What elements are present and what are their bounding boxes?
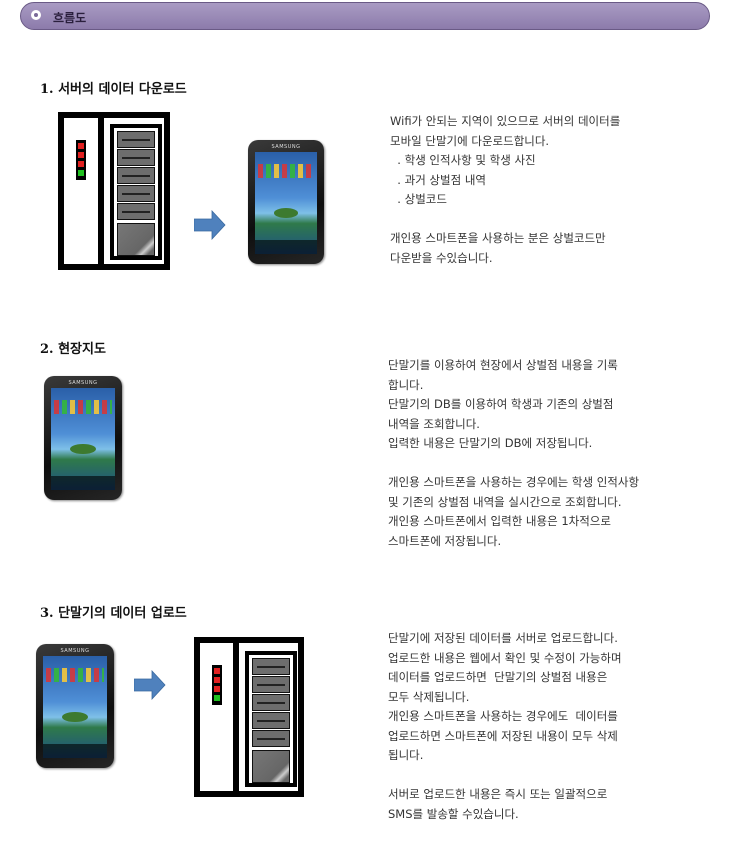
section-3-description: 단말기에 저장된 데이터를 서버로 업로드합니다.업로드한 내용은 웹에서 확인… bbox=[388, 631, 622, 821]
bullet-circle-icon bbox=[31, 10, 41, 20]
server-icon bbox=[194, 637, 304, 797]
tablet-device: SAMSUNG bbox=[248, 140, 324, 264]
arrow-right-icon bbox=[194, 210, 226, 240]
arrow-right-icon bbox=[134, 670, 166, 700]
section-2-title: 2. 현장지도 bbox=[40, 342, 106, 357]
tablet-brand: SAMSUNG bbox=[271, 144, 301, 150]
section-1-title: 1. 서버의 데이터 다운로드 bbox=[40, 82, 187, 97]
server-icon bbox=[58, 112, 170, 270]
section-header-bar: 흐름도 bbox=[20, 2, 710, 30]
tablet-device: SAMSUNG bbox=[44, 376, 122, 500]
tablet-device: SAMSUNG bbox=[36, 644, 114, 768]
section-3-title: 3. 단말기의 데이터 업로드 bbox=[40, 606, 187, 621]
header-title: 흐름도 bbox=[53, 11, 87, 25]
